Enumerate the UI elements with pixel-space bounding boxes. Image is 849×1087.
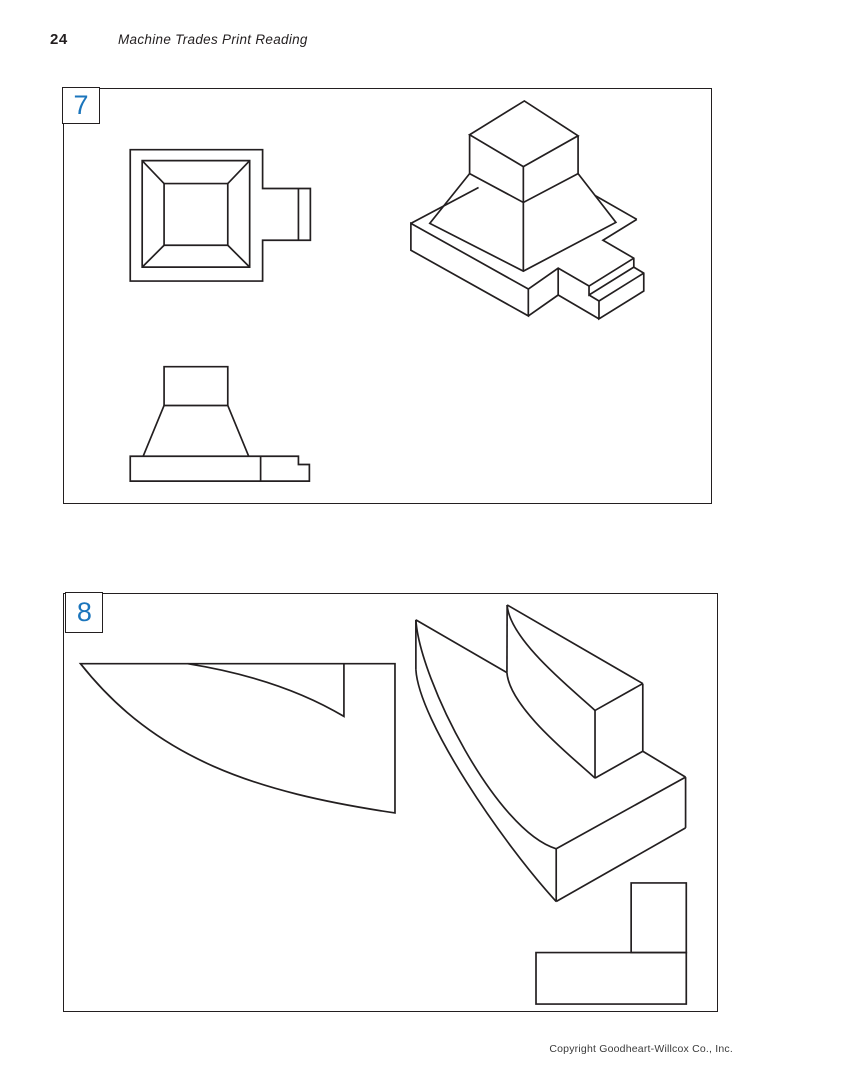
top-view [78,662,396,814]
problem-number-label: 8 [65,592,104,634]
problem-8-box: 8 [63,592,718,1012]
problem-7-drawing [129,99,645,482]
front-view [535,882,688,1005]
problem-number-label: 7 [62,87,100,125]
pictorial-view [410,99,645,321]
running-title: Machine Trades Print Reading [118,32,308,47]
problem-8-drawing [78,604,688,1005]
problem-number: 8 [76,597,92,628]
problem-number: 7 [73,90,89,121]
top-view [129,148,312,282]
front-view [129,365,311,482]
pictorial-view [415,604,687,903]
copyright-notice: Copyright Goodheart-Willcox Co., Inc. [549,1043,733,1055]
problem-7-box: 7 [62,87,712,504]
page-number: 24 [50,31,68,48]
